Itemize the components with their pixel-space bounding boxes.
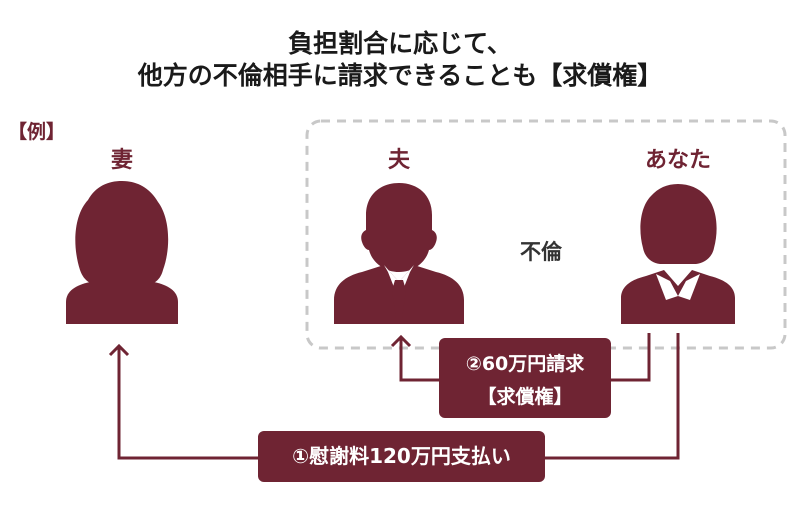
you-label: あなた — [644, 148, 711, 173]
payment-arrowhead — [108, 343, 130, 357]
you-icon — [621, 184, 735, 324]
affair-label: 不倫 — [520, 240, 562, 264]
wife-icon — [66, 181, 178, 324]
claim-box-line-2: 【求償権】 — [477, 386, 573, 408]
claim-arrowhead — [390, 334, 412, 348]
title-line-1: 負担割合に応じて、 — [288, 29, 512, 58]
claim-box: ②60万円請求 【求償権】 — [439, 338, 611, 418]
wife-label: 妻 — [110, 148, 133, 173]
example-label: 【例】 — [8, 121, 66, 143]
title-line-2: 他方の不倫相手に請求できることも【求償権】 — [137, 61, 663, 90]
husband-label: 夫 — [387, 148, 410, 173]
claim-box-line-1: ②60万円請求 — [465, 353, 585, 375]
payment-box: ①慰謝料120万円支払い — [258, 431, 545, 482]
husband-icon — [334, 183, 464, 324]
